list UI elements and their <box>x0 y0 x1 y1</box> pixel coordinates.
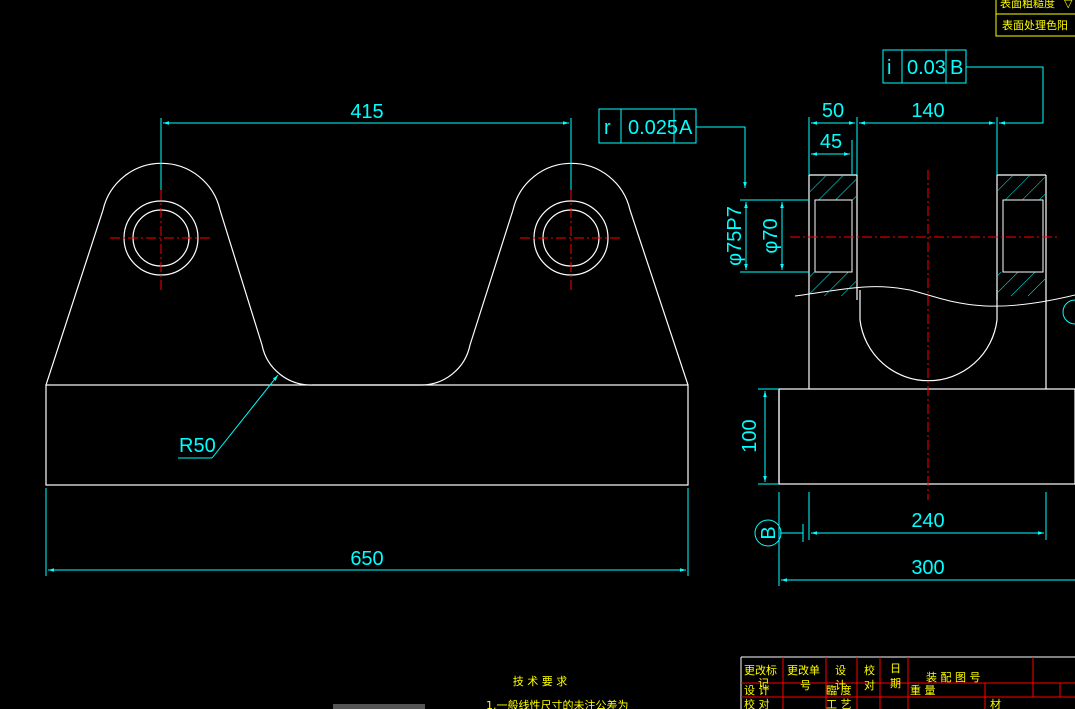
tb-change-mark-2: 记 <box>758 677 769 690</box>
side-view <box>778 174 1075 485</box>
tb-change-mark: 更改标 <box>744 663 777 677</box>
front-dimensions <box>45 118 689 576</box>
roughness-symbol: ▽ <box>1064 0 1073 10</box>
tb-design-2: 计 <box>835 679 846 692</box>
title-block: 更改标 记 更改单 号 设 计 校 对 日 期 装 配 图 号 设 计 臨 度 … <box>740 656 1075 709</box>
tb-check-2: 对 <box>864 678 875 692</box>
tb-weight: 重 量 <box>910 683 936 697</box>
base-block <box>45 384 689 486</box>
tb-date-2: 期 <box>890 677 901 690</box>
tb-material: 材 <box>990 697 1001 709</box>
side-centerlines <box>790 170 1060 500</box>
dim-140: 140 <box>911 100 944 122</box>
note-surface-treatment: 表面处理色阳 <box>1002 18 1068 32</box>
tol-b-datum: B <box>950 57 963 79</box>
tech-req-title: 技 术 要 求 <box>513 675 568 688</box>
dim-phi70: φ70 <box>760 218 782 253</box>
tb-assembly-no: 装 配 图 号 <box>926 671 981 684</box>
tb-change-no: 更改单 <box>787 663 820 677</box>
dim-phi75p7: φ75P7 <box>724 206 746 266</box>
dim-45: 45 <box>820 131 842 153</box>
tb-change-no-2: 号 <box>800 679 811 692</box>
dim-50: 50 <box>822 100 844 122</box>
scrollbar-thumb[interactable] <box>333 704 425 709</box>
tolerance-frame-b: i 0.03 B <box>882 49 1044 125</box>
dim-300: 300 <box>911 557 944 579</box>
partial-balloon <box>1062 299 1075 325</box>
dim-240: 240 <box>911 510 944 532</box>
datum-b-label: B <box>758 526 780 539</box>
note-surface-roughness: 表面粗糙度 <box>1000 0 1055 10</box>
tb-process: 臨 度 <box>826 683 852 697</box>
dim-415: 415 <box>350 101 383 123</box>
dim-650: 650 <box>350 548 383 570</box>
tol-a-value: 0.025 <box>628 117 678 139</box>
tb-designer: 设 计 <box>744 684 770 697</box>
right-lug-outline <box>419 162 689 386</box>
tb-design: 设 <box>835 664 846 677</box>
tol-a-datum: A <box>679 117 693 139</box>
front-view <box>45 162 689 486</box>
side-dimensions <box>740 117 1075 586</box>
tb-craft: 工 艺 <box>826 698 852 709</box>
front-centerlines <box>110 190 622 290</box>
left-lug-outline <box>45 162 314 386</box>
tb-date: 日 <box>890 662 901 675</box>
surface-notes: 表面粗糙度 ▽ 表面处理色阳 <box>995 0 1075 37</box>
tb-check: 校 <box>864 663 875 677</box>
tol-b-value: 0.03 <box>907 57 946 79</box>
tech-req-line1: 1.一般线性尺寸的未注公差为 <box>486 698 629 709</box>
datum-b: B <box>754 519 782 547</box>
section-hatch <box>810 176 1045 296</box>
tb-checker: 校 对 <box>744 697 770 709</box>
tol-a-symbol: r <box>604 117 611 139</box>
tolerance-frame-a: r 0.025 A <box>598 108 747 188</box>
dim-r50: R50 <box>179 435 216 457</box>
dim-100: 100 <box>739 419 761 452</box>
tol-b-symbol: i <box>887 57 891 79</box>
